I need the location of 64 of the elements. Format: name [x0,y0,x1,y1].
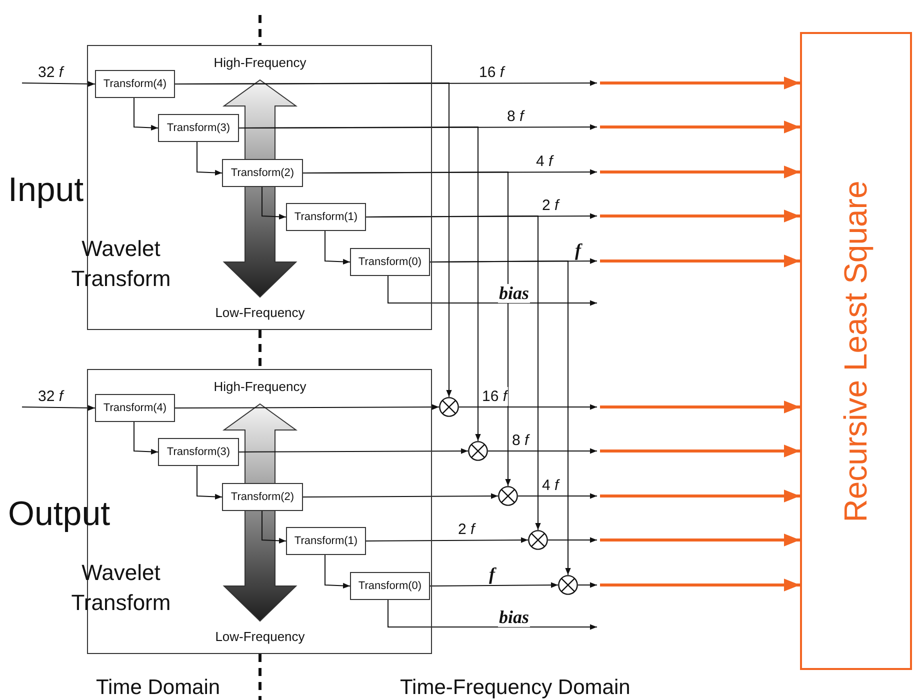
transform-box: Transform(2) [222,483,303,511]
thick-arrow [600,578,800,592]
thick-arrow [600,490,800,502]
arrow [196,142,222,176]
arrow [366,216,541,530]
frequency-label: Low-Frequency [214,629,306,645]
transform-box: Transform(0) [350,572,430,600]
multiplier-node [498,486,518,506]
thick-arrow [600,254,800,268]
edge-label: bias [498,284,530,303]
transform-box: Transform(1) [286,527,366,555]
edge-label: 16 f [481,387,508,406]
arrow [366,537,528,543]
thick-arrow [600,166,800,178]
panel-title: Input [8,170,85,210]
arrow [262,510,286,544]
thick-arrow [600,120,800,134]
multiplier-node [439,397,459,417]
transform-box: Transform(1) [286,203,366,231]
arrow [388,276,598,306]
arrow [388,600,598,630]
edge-label: f [488,565,496,584]
thick-arrow [600,76,800,90]
edge-label: bias [498,608,530,627]
multiplier-node [468,441,488,461]
arrow [196,466,222,500]
block-title: Recursive Least Square [838,180,874,522]
arrow [134,422,158,454]
arrow [174,404,440,410]
multiplier-node [558,575,578,595]
arrow [302,493,498,499]
thick-arrow [600,210,800,222]
transform-box: Transform(0) [350,248,430,276]
arrow [238,126,481,442]
arrow [22,405,96,411]
multiplier-node [528,530,548,550]
frequency-label: High-Frequency [212,55,308,71]
arrow [324,554,350,589]
edge-label: f [574,241,582,260]
transform-box: Transform(4) [95,70,175,98]
arrow [262,186,286,220]
domain-label: Time-Frequency Domain [400,676,630,700]
arrow [430,582,558,588]
arrow [488,448,598,454]
arrow [238,448,468,454]
arrow [458,404,598,410]
transform-box: Transform(4) [95,394,175,422]
thick-arrow [600,444,800,458]
arrow [134,98,158,130]
frequency-label: High-Frequency [212,379,308,395]
thick-arrow [600,534,800,546]
transform-box: Transform(3) [158,438,239,466]
transform-box: Transform(2) [222,159,303,187]
arrow [518,493,598,499]
arrow [324,230,350,265]
domain-label: Time Domain [96,676,220,700]
arrow [548,537,598,543]
arrow [578,582,598,588]
rls-block [800,32,912,670]
arrow [22,81,96,87]
arrow [430,260,571,576]
transform-box: Transform(3) [158,114,239,142]
thick-arrow [600,400,800,414]
frequency-label: Low-Frequency [214,305,306,321]
